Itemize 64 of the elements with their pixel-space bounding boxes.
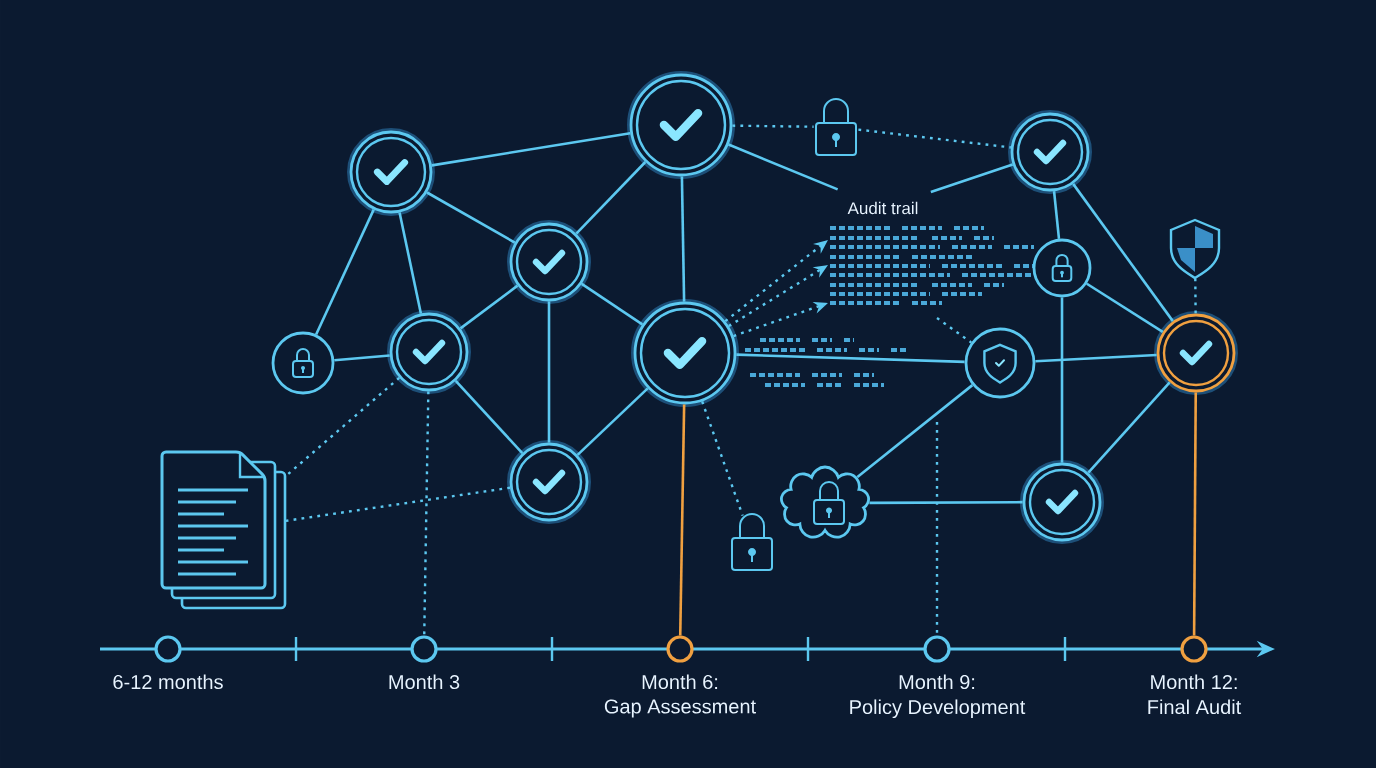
check-circle (507, 440, 591, 524)
connector-line (547, 301, 551, 443)
connector-line (431, 131, 631, 167)
timeline-point (923, 635, 951, 663)
connector-line (1035, 353, 1157, 363)
timeline-label: Month 9: (899, 674, 975, 690)
dotted-line (285, 486, 511, 523)
connector-line (869, 500, 1023, 505)
connector-line (1192, 392, 1198, 636)
timeline-label: Final Audit (1148, 699, 1242, 715)
dotted-line (1194, 278, 1197, 314)
connector-line (576, 387, 649, 456)
timeline-point (154, 635, 182, 663)
dotted-line (935, 422, 939, 636)
dotted-line (701, 401, 744, 516)
timeline-label: 6-12 months (113, 674, 223, 690)
connector-line (1087, 381, 1171, 474)
timeline-label: Gap Assessment (604, 699, 756, 718)
connector-line (856, 384, 974, 479)
lock-icon (815, 98, 857, 156)
connector-line (314, 209, 375, 336)
dotted-line (936, 317, 972, 344)
lock-icon (731, 513, 773, 571)
connector-line (1060, 297, 1064, 463)
connector-line (334, 354, 390, 362)
connector-line (930, 163, 1014, 194)
connector-line (678, 404, 686, 636)
dotted-line (423, 391, 430, 636)
check-circle (1008, 110, 1092, 194)
timeline-label: Policy Development (850, 699, 1026, 719)
check-circle (627, 71, 735, 179)
timeline-point (1180, 635, 1208, 663)
timeline-point (410, 635, 438, 663)
check-circle (507, 220, 591, 304)
timeline-point (666, 635, 694, 663)
connector-line (1052, 191, 1061, 239)
timeline-label: Month 12: (1151, 674, 1237, 690)
dotted-line (858, 128, 1011, 149)
connector-line (426, 191, 516, 244)
timeline-label: Month 6: (642, 674, 718, 690)
check-circle (347, 128, 435, 216)
connector-line (728, 143, 839, 191)
audit-trail-label: Audit trail (847, 201, 918, 215)
check-circle (1154, 311, 1238, 395)
lock-circle (271, 331, 335, 395)
connector-line (454, 380, 524, 454)
shield-icon (1169, 218, 1221, 280)
connector-line (1086, 282, 1164, 333)
document-icon (160, 450, 287, 610)
shield-circle (964, 327, 1036, 399)
connector-line (581, 282, 643, 326)
cloud-lock-icon (780, 465, 870, 539)
timeline-label: Month 3 (389, 674, 460, 690)
connector-line (736, 353, 965, 364)
connector-line (459, 284, 519, 330)
check-circle (1020, 460, 1104, 544)
connector-line (398, 212, 423, 314)
dotted-line (732, 124, 814, 128)
check-circle (387, 310, 471, 394)
connector-line (680, 176, 686, 302)
lock-circle (1032, 238, 1092, 298)
check-circle (631, 299, 739, 407)
connector-line (1072, 183, 1174, 322)
connector-line (575, 161, 647, 235)
